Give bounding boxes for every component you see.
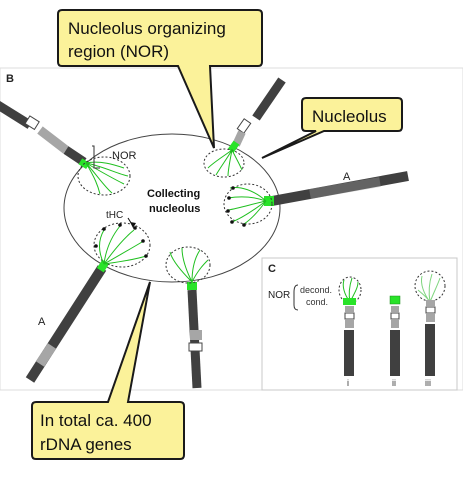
nor-loop-top [203, 148, 245, 178]
nor-label-c: NOR [268, 290, 290, 301]
callout-rdna-genes: In total ca. 400 rDNA genes [31, 281, 185, 460]
chromosome-i: i [338, 276, 362, 388]
callout-rdna-line2: rDNA genes [40, 435, 132, 454]
chromosome-arm-top-right [227, 77, 286, 153]
collecting-nucleolus-outline [63, 133, 281, 283]
panel-b-label: B [6, 73, 14, 85]
panel-c-label: C [268, 263, 276, 275]
callout-nor: Nucleolus organizing region (NOR) [57, 9, 263, 149]
callout-rdna-line1: In total ca. 400 [40, 411, 152, 430]
nor-loop-right [223, 183, 273, 227]
callout-nucleolus: Nucleolus [261, 97, 403, 159]
nor-loop-top-left: NOR [77, 145, 137, 196]
thc-label: tHC [106, 210, 123, 221]
arm-label-right: A [343, 171, 351, 183]
arm-label-left: A [38, 316, 46, 328]
callout-nor-line1: Nucleolus organizing [68, 19, 226, 38]
chromosome-iii: iii [414, 270, 446, 388]
chromosome-arm-top-left [0, 100, 90, 170]
callout-nor-line2: region (NOR) [68, 42, 169, 61]
roman-ii: ii [392, 378, 396, 388]
collecting-nucleolus-label-1: Collecting [147, 188, 200, 200]
roman-iii: iii [425, 378, 431, 388]
nor-loop-bottom [165, 246, 211, 284]
chromosome-arm-bottom [187, 282, 203, 389]
decond-label: decond. [300, 285, 332, 295]
nor-loop-thc: tHC [93, 210, 151, 268]
chromosome-ii: ii [389, 295, 401, 388]
collecting-nucleolus-label-2: nucleolus [149, 203, 200, 215]
callout-nucleolus-text: Nucleolus [312, 107, 387, 126]
panel-c: C NOR decond. cond. i ii [261, 257, 458, 391]
chromosome-arm-right: A [264, 171, 409, 206]
nor-label-b: NOR [112, 150, 137, 162]
cond-label: cond. [306, 297, 328, 307]
roman-i: i [347, 378, 349, 388]
